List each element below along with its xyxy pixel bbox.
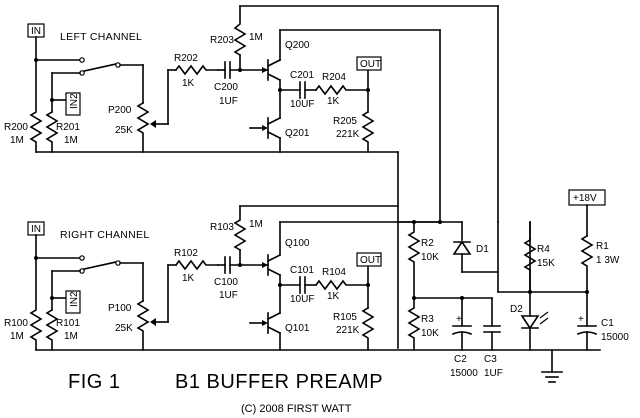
c2-ref: C2 xyxy=(454,354,467,365)
r2-ref: R2 xyxy=(421,238,434,249)
r1-value: 1 3W xyxy=(596,255,620,266)
r4-value: 15K xyxy=(537,258,555,269)
rs-value: 1K xyxy=(182,78,195,89)
input-terminal-label: IN xyxy=(31,26,41,37)
rout-ref: R104 xyxy=(322,267,346,278)
d2-ref: D2 xyxy=(510,304,523,315)
rin2-ref: R101 xyxy=(56,318,80,329)
r1-ref: R1 xyxy=(596,241,609,252)
c1-ref: C1 xyxy=(601,318,614,329)
rload-value: 221K xyxy=(336,325,360,336)
q-top-ref: Q100 xyxy=(285,238,310,249)
q-bottom-ref: Q201 xyxy=(285,128,310,139)
cin-value: 1UF xyxy=(219,96,238,107)
rload-ref: R105 xyxy=(333,312,357,323)
rg-value: 1M xyxy=(249,32,263,43)
r3-value: 10K xyxy=(421,328,439,339)
rout-value: 1K xyxy=(327,291,340,302)
rout-value: 1K xyxy=(327,96,340,107)
left-channel: IN IN2 R200 1M R201 1M P200 25K xyxy=(4,5,499,349)
input-terminal-label: IN xyxy=(31,224,41,235)
power-supply: +18V R1 1 3W + C1 15000 R4 15K D2 xyxy=(35,189,629,383)
right-channel: IN IN2 R100 1M R101 1M P100 25K R102 1K xyxy=(4,205,441,351)
input2-terminal-label: IN2 xyxy=(69,93,80,109)
supply-terminal-label: +18V xyxy=(573,193,597,204)
output-terminal-box xyxy=(356,56,382,71)
channel-title: LEFT CHANNEL xyxy=(60,31,142,43)
rs-value: 1K xyxy=(182,273,195,284)
output-terminal-label: OUT xyxy=(360,59,381,70)
output-terminal-label: OUT xyxy=(360,255,381,266)
q-top-ref: Q200 xyxy=(285,40,310,51)
rg-value: 1M xyxy=(249,219,263,230)
pot-ref: P200 xyxy=(108,105,132,116)
figure-title: B1 BUFFER PREAMP xyxy=(175,371,383,393)
c3-ref: C3 xyxy=(484,354,497,365)
pot-value: 25K xyxy=(115,125,133,136)
pot-ref: P100 xyxy=(108,303,132,314)
cout-value: 10UF xyxy=(290,294,314,305)
cout-value: 10UF xyxy=(290,99,314,110)
cout-ref: C201 xyxy=(290,70,314,81)
c2-value: 15000 xyxy=(450,368,478,379)
rload-value: 221K xyxy=(336,129,360,140)
cin-ref: C100 xyxy=(214,277,238,288)
cout-ref: C101 xyxy=(290,265,314,276)
c2-plus: + xyxy=(456,314,462,325)
channel-title: RIGHT CHANNEL xyxy=(60,229,149,241)
input2-terminal-box xyxy=(65,92,81,116)
pot-value: 25K xyxy=(115,323,133,334)
rin2-value: 1M xyxy=(64,135,78,146)
rg-ref: R203 xyxy=(210,35,234,46)
d1-ref: D1 xyxy=(476,244,489,255)
d1-diode-symbol xyxy=(452,240,472,255)
cin-ref: C200 xyxy=(214,82,238,93)
rout-ref: R204 xyxy=(322,72,346,83)
rin2-ref: R201 xyxy=(56,122,80,133)
rg-ref: R103 xyxy=(210,222,234,233)
output-terminal-box xyxy=(356,252,382,267)
input2-terminal-box xyxy=(65,290,81,314)
d2-led-symbol xyxy=(520,315,540,330)
rs-ref: R202 xyxy=(174,53,198,64)
rs-ref: R102 xyxy=(174,248,198,259)
rin-ref: R100 xyxy=(4,318,28,329)
figure-label: FIG 1 xyxy=(68,371,121,393)
rload-ref: R205 xyxy=(333,116,357,127)
rin-value: 1M xyxy=(10,331,24,342)
q-bottom-ref: Q101 xyxy=(285,323,310,334)
c3-value: 1UF xyxy=(484,368,503,379)
rin-ref: R200 xyxy=(4,122,28,133)
r2-value: 10K xyxy=(421,252,439,263)
rin-value: 1M xyxy=(10,135,24,146)
cin-value: 1UF xyxy=(219,290,238,301)
rin2-value: 1M xyxy=(64,331,78,342)
c1-plus: + xyxy=(578,314,584,325)
r4-ref: R4 xyxy=(537,244,550,255)
r3-ref: R3 xyxy=(421,314,434,325)
input2-terminal-label: IN2 xyxy=(69,291,80,307)
copyright: (C) 2008 FIRST WATT xyxy=(241,403,352,415)
c1-value: 15000 xyxy=(601,332,629,343)
